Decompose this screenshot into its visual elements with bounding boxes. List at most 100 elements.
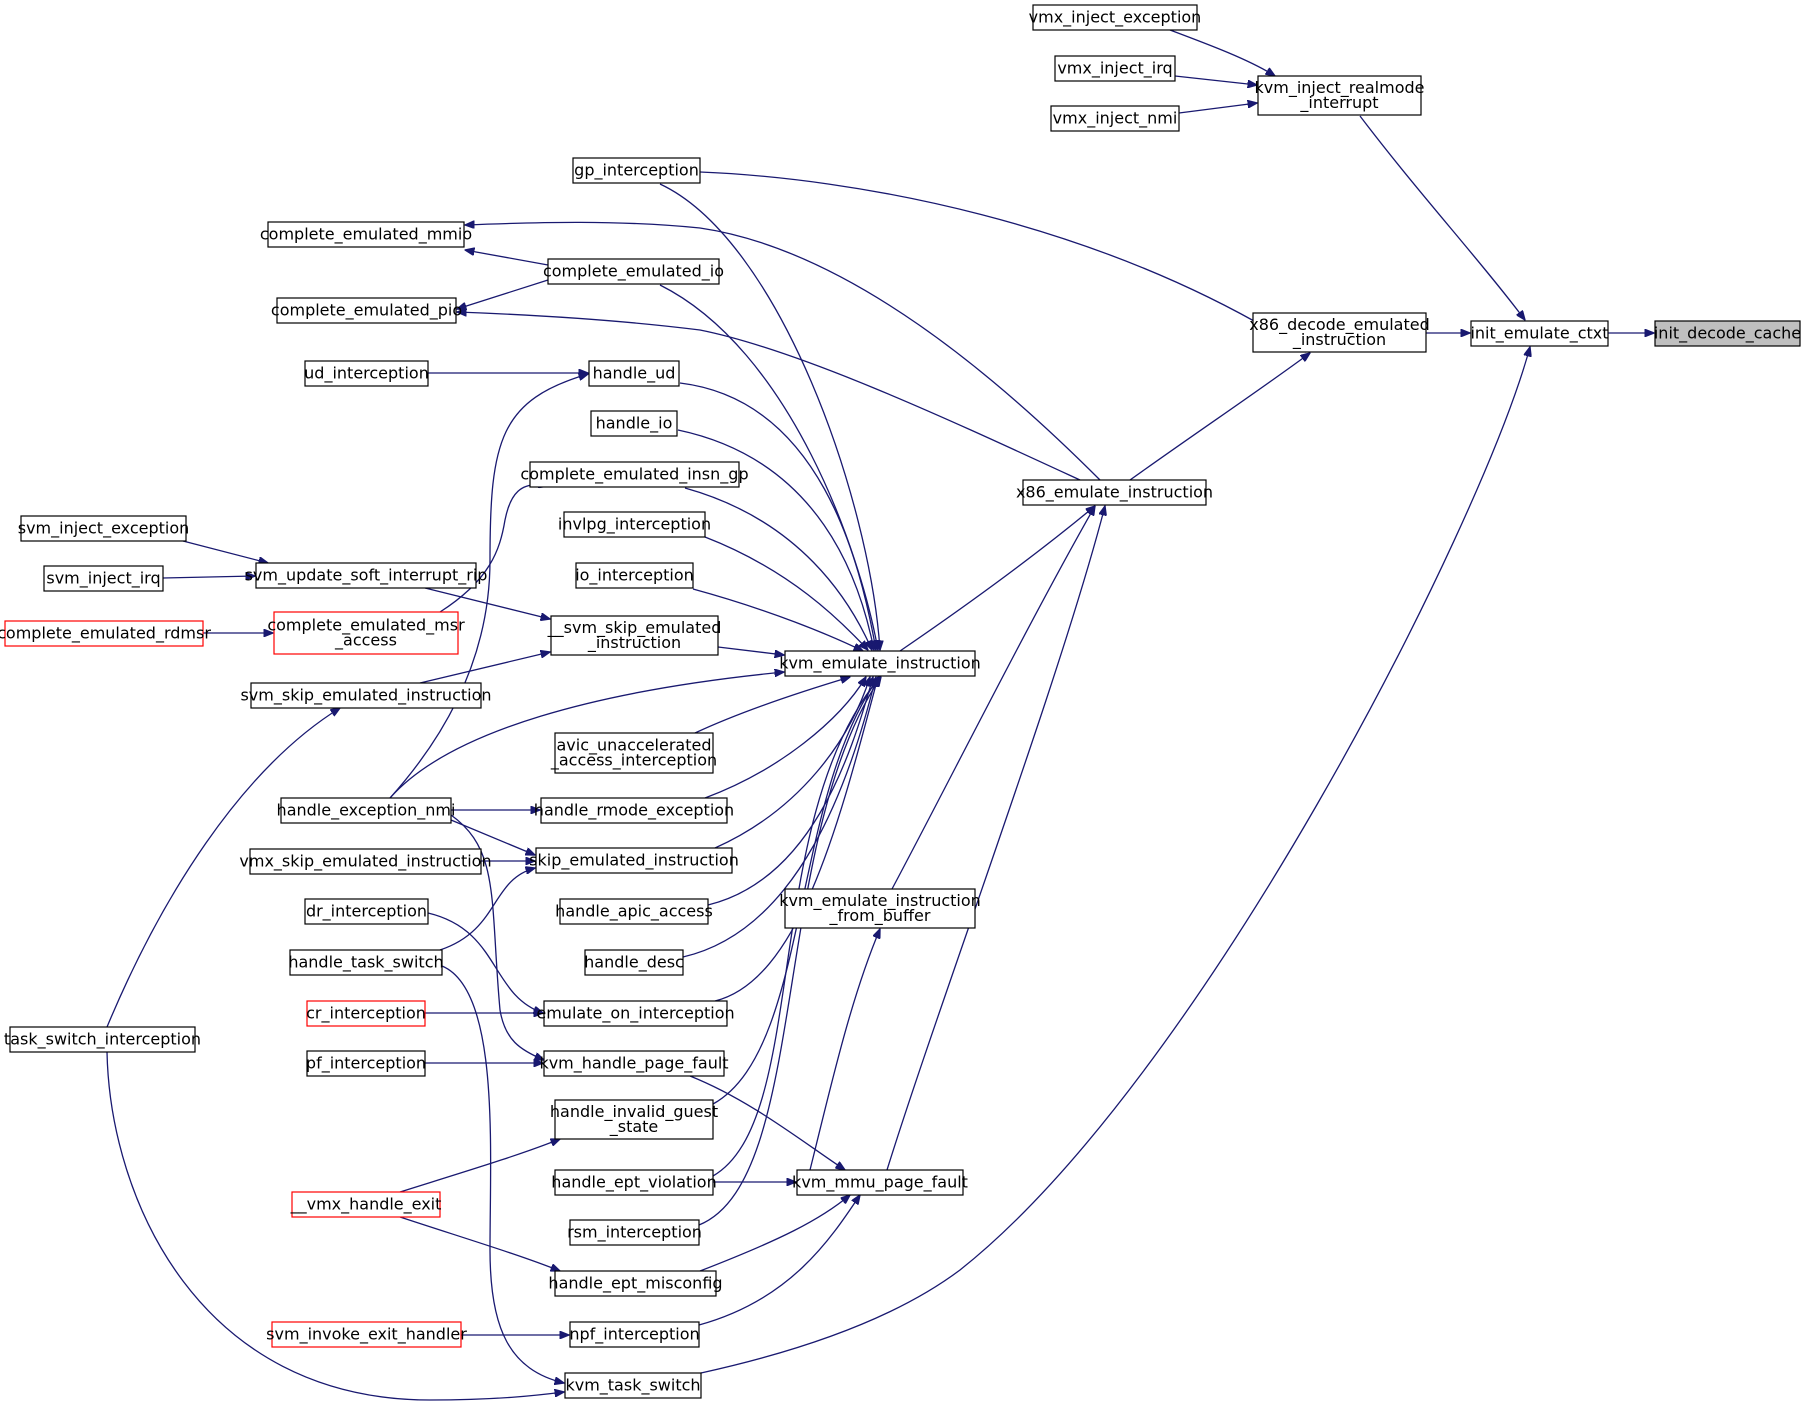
node-complete_emulated_rdmsr[interactable]: complete_emulated_rdmsr [0,620,211,647]
node-label: handle_rmode_exception [534,801,734,821]
edge-arrow [106,1051,564,1401]
edge-handle_io-to-kvm_emulate_instruction [677,429,874,650]
node-gp_interception[interactable]: gp_interception [572,157,701,184]
node-io_interception[interactable]: io_interception [575,562,694,589]
node-init_decode_cache[interactable]: init_decode_cache [1654,320,1801,347]
node-invlpg_interception[interactable]: invlpg_interception [558,511,711,538]
edge-arrow [419,652,550,684]
node-ud_interception[interactable]: ud_interception [304,360,429,387]
node-complete_emulated_io[interactable]: complete_emulated_io [543,258,724,285]
node-handle_task_switch[interactable]: handle_task_switch [288,949,444,976]
node-x86_emulate_instruction[interactable]: x86_emulate_instruction [1016,479,1213,506]
node-complete_emulated_mmio[interactable]: complete_emulated_mmio [260,221,472,248]
edge-arrow [698,1195,860,1326]
node-box [306,1050,426,1077]
node-handle_io[interactable]: handle_io [590,410,678,437]
node-vmx_inject_exception[interactable]: vmx_inject_exception [1029,4,1202,31]
node-kvm_emulate_instruction_from_buffer[interactable]: kvm_emulate_instruction_from_buffer [779,888,981,929]
edge-arrow [1359,115,1525,320]
node-box [267,221,465,248]
node-svm_inject_exception[interactable]: svm_inject_exception [18,515,190,542]
node-svm_inject_irq[interactable]: svm_inject_irq [43,565,164,592]
node-complete_emulated_pio[interactable]: complete_emulated_pio [271,297,462,324]
edge-arrow [659,284,878,650]
node-vmx_inject_irq[interactable]: vmx_inject_irq [1054,55,1176,82]
node-kvm_emulate_instruction[interactable]: kvm_emulate_instruction [779,650,981,677]
node-label: __svm_skip_emulated [547,618,722,638]
node-kvm_mmu_page_fault[interactable]: kvm_mmu_page_fault [792,1169,968,1196]
edge-arrow [399,1139,560,1193]
edge-rsm_interception-to-kvm_emulate_instruction [698,677,881,1226]
node-task_switch_interception[interactable]: task_switch_interception [4,1026,201,1053]
node-complete_emulated_msr_access[interactable]: complete_emulated_msr_access [267,611,465,655]
node-init_emulate_ctxt[interactable]: init_emulate_ctxt [1470,320,1609,347]
node-x86_decode_emulated_instruction[interactable]: x86_decode_emulated_instruction [1249,312,1430,353]
node-label: _state [609,1117,659,1137]
node-box [535,847,733,874]
node-handle_ud[interactable]: handle_ud [588,360,680,387]
edge-arrow [714,677,878,1002]
edge-arrow [689,1075,845,1170]
node-box [590,410,678,437]
node-label: vmx_skip_emulated_instruction [239,852,491,872]
node-handle_ept_misconfig[interactable]: handle_ept_misconfig [548,1270,723,1297]
node-box [20,515,187,542]
edge-vmx_inject_nmi-to-kvm_inject_realmode_interrupt [1178,103,1257,114]
node-label: _instruction [1292,330,1386,350]
node-svm_skip_emulated_instruction_priv[interactable]: __svm_skip_emulated_instruction [547,615,722,656]
edge-vmx_inject_irq-to-kvm_inject_realmode_interrupt [1174,75,1257,85]
node-box [796,1169,964,1196]
node-kvm_task_switch[interactable]: kvm_task_switch [564,1372,702,1399]
node-kvm_handle_page_fault[interactable]: kvm_handle_page_fault [539,1050,729,1077]
node-complete_emulated_insn_gp[interactable]: complete_emulated_insn_gp [520,461,749,488]
node-emulate_on_interception[interactable]: emulate_on_interception [536,1000,735,1027]
edge-kvm_inject_realmode_interrupt-to-init_emulate_ctxt [1359,115,1525,320]
edge-complete_emulated_io-to-kvm_emulate_instruction [659,284,878,650]
node-kvm_inject_realmode_interrupt[interactable]: kvm_inject_realmode_interrupt [1255,75,1425,116]
edge-handle_exception_nmi-to-handle_ud [389,374,588,799]
node-handle_desc[interactable]: handle_desc [584,949,684,976]
node-label: task_switch_interception [4,1030,201,1050]
node-handle_ept_violation[interactable]: handle_ept_violation [551,1169,717,1196]
node-vmx_inject_nmi[interactable]: vmx_inject_nmi [1050,105,1180,132]
node-handle_apic_access[interactable]: handle_apic_access [555,898,713,925]
edge-arrow [659,183,880,650]
node-svm_skip_emulated_instruction[interactable]: svm_skip_emulated_instruction [240,682,492,709]
node-handle_rmode_exception[interactable]: handle_rmode_exception [534,797,734,824]
edge-svm_inject_irq-to-svm_update_soft_interrupt_rip [162,576,255,578]
node-box [554,1270,717,1297]
edge-arrow [424,587,550,619]
node-label: complete_emulated_pio [271,301,462,321]
edge-arrow [106,708,340,1028]
edge-handle_ud-to-kvm_emulate_instruction [679,382,876,650]
node-svm_invoke_exit_handler[interactable]: svm_invoke_exit_handler [266,1321,467,1348]
node-box [584,949,684,976]
node-box [563,511,706,538]
edge-arrow [1178,103,1257,114]
node-svm_update_soft_interrupt_rip[interactable]: svm_update_soft_interrupt_rip [245,562,488,589]
node-handle_exception_nmi[interactable]: handle_exception_nmi [277,797,456,824]
node-dr_interception[interactable]: dr_interception [304,898,429,925]
node-skip_emulated_instruction[interactable]: skip_emulated_instruction [529,847,739,874]
edge-arrow [1174,75,1257,85]
node-vmx_handle_exit[interactable]: __vmx_handle_exit [290,1191,442,1218]
edge-arrow [679,382,876,650]
node-npf_interception[interactable]: npf_interception [569,1321,700,1348]
edge-skip_emulated_instruction-to-kvm_emulate_instruction [714,677,870,849]
node-box [1470,320,1609,347]
node-label: _access_interception [550,751,717,771]
node-pf_interception[interactable]: pf_interception [306,1050,426,1077]
edge-npf_interception-to-kvm_mmu_page_fault [698,1195,860,1326]
edge-arrow [699,171,1306,352]
edge-arrow [698,677,881,1226]
node-label: kvm_task_switch [565,1376,700,1396]
node-box [271,1321,462,1348]
node-handle_invalid_guest_state[interactable]: handle_invalid_guest_state [550,1099,718,1140]
edge-arrow [717,646,784,655]
node-avic_unaccelerated_access_interception[interactable]: avic_unaccelerated_access_interception [550,732,717,774]
node-rsm_interception[interactable]: rsm_interception [567,1219,702,1246]
edge-arrow [182,540,268,563]
node-vmx_skip_emulated_instruction[interactable]: vmx_skip_emulated_instruction [239,848,492,875]
edge-arrow [389,672,784,799]
node-cr_interception[interactable]: cr_interception [306,1000,426,1027]
